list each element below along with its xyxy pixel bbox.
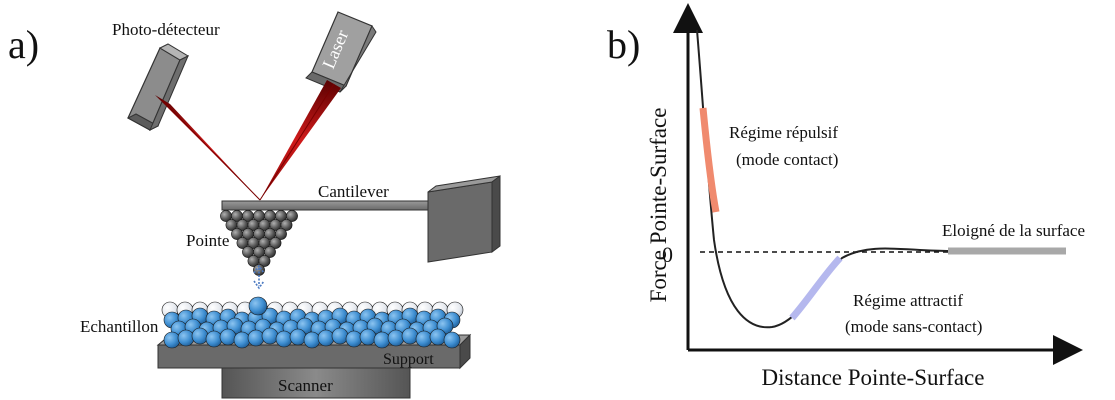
sample-label: Echantillon (80, 317, 159, 336)
zero-label: 0 (662, 242, 673, 267)
far-label: Eloigné de la surface (942, 221, 1085, 240)
sample-atom (289, 328, 307, 346)
tip-atom (264, 246, 276, 258)
y-axis-label: Force Pointe-Surface (646, 108, 671, 303)
sample-atom (177, 329, 195, 347)
tip-atom (275, 228, 287, 240)
sample-atom (247, 329, 265, 347)
sample-atom (443, 331, 461, 349)
tip-motion-icon (253, 264, 265, 290)
sample-atom (331, 327, 349, 345)
laser-block: Laser (305, 11, 377, 93)
attractive-label-line2: (mode sans-contact) (845, 317, 982, 336)
sample-atom (373, 331, 391, 349)
sample-atom (401, 327, 419, 345)
sample-atom (191, 327, 209, 345)
laser-beam (259, 80, 341, 201)
sample-atom (205, 330, 223, 348)
tip-label: Pointe (186, 231, 229, 250)
photodetector-label: Photo-détecteur (112, 20, 220, 39)
sample-atom (345, 330, 363, 348)
cantilever (221, 175, 501, 263)
sample-layer (161, 296, 464, 349)
sample-atom (415, 330, 433, 348)
sample-atom (233, 331, 251, 349)
x-axis-label: Distance Pointe-Surface (762, 365, 985, 390)
photodetector-block (126, 43, 190, 132)
scanner-block (221, 367, 411, 399)
panel-a-label: a) (8, 22, 39, 67)
sample-atom (275, 330, 293, 348)
sample-atom (359, 328, 377, 346)
sample-atom (261, 327, 279, 345)
tip-atom (269, 237, 282, 249)
sample-atom (429, 328, 447, 346)
repulsive-label-line2: (mode contact) (736, 150, 838, 169)
tip-atom (286, 210, 298, 222)
support-label: Support (383, 351, 434, 368)
sample-atom (303, 331, 321, 349)
sample-atom (219, 328, 237, 346)
panel-b-label: b) (607, 22, 640, 67)
panel-b: b) 0 Force Pointe-Surface Distance Point… (607, 3, 1085, 390)
sample-atom (317, 329, 335, 347)
attractive-segment (789, 255, 843, 321)
attractive-label-line1: Régime attractif (853, 291, 963, 310)
panel-a: a) Photo-détecteur Laser (8, 11, 501, 399)
sample-atom (387, 329, 405, 347)
reflected-beam (155, 95, 261, 201)
tip-atom (258, 255, 271, 267)
tip-atom (280, 219, 293, 231)
sample-atom (163, 331, 181, 349)
sample-atom (248, 296, 268, 316)
repulsive-label-line1: Régime répulsif (729, 123, 838, 142)
cantilever-label: Cantilever (318, 182, 389, 201)
repulsive-segment (699, 107, 720, 213)
tip-pyramid (220, 210, 298, 276)
scanner-label: Scanner (278, 376, 333, 395)
